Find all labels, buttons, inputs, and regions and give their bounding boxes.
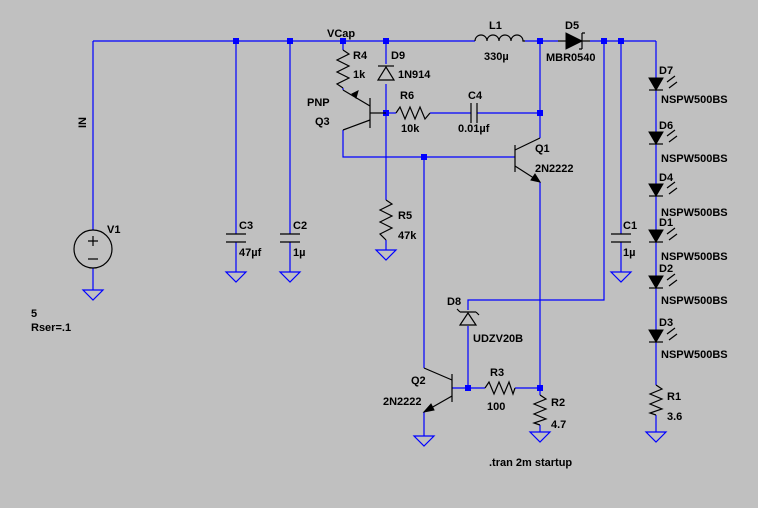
c1-value: 1µ: [623, 247, 635, 259]
resistor-r4[interactable]: [335, 49, 351, 89]
junctions: [233, 38, 624, 391]
r6-value: 10k: [401, 123, 420, 135]
c2-name: C2: [293, 220, 307, 232]
net-label-vcap: VCap: [327, 28, 355, 40]
led-d1-name: D1: [659, 217, 673, 229]
q2-name: Q2: [411, 375, 426, 387]
r3-value: 100: [487, 401, 505, 413]
q1-value: 2N2222: [535, 163, 574, 175]
v1-value: 5: [31, 308, 37, 320]
r4-name: R4: [353, 50, 368, 62]
q3-type: PNP: [307, 97, 330, 109]
led-string: [648, 75, 678, 343]
d9-name: D9: [391, 50, 405, 62]
voltage-source-v1[interactable]: [73, 229, 113, 269]
q2-value: 2N2222: [383, 396, 422, 408]
led-d4-value: NSPW500BS: [661, 207, 728, 219]
inductor-l1[interactable]: [474, 34, 525, 42]
r5-value: 47k: [398, 230, 417, 242]
l1-value: 330µ: [484, 51, 509, 63]
c1-name: C1: [623, 220, 637, 232]
r1-name: R1: [667, 391, 681, 403]
labels: VCap IN V1 5 Rser=.1 C3 47µf C2 1µ C1 1µ…: [31, 20, 728, 469]
c4-value: 0.01µf: [458, 123, 490, 135]
led-d1-value: NSPW500BS: [661, 251, 728, 263]
c2-value: 1µ: [293, 247, 305, 259]
led-d1[interactable]: [648, 227, 678, 243]
ground-icon: [224, 271, 248, 283]
ground-icon: [374, 249, 398, 261]
capacitor-c1[interactable]: [611, 233, 631, 243]
r2-value: 4.7: [551, 419, 566, 431]
resistor-r6[interactable]: [395, 105, 431, 121]
d5-name: D5: [565, 20, 579, 32]
capacitor-c3[interactable]: [226, 233, 246, 243]
r1-value: 3.6: [667, 411, 682, 423]
r3-name: R3: [490, 367, 504, 379]
led-d6[interactable]: [648, 129, 678, 145]
led-d2-value: NSPW500BS: [661, 295, 728, 307]
resistor-r1[interactable]: [648, 384, 664, 416]
led-d3-value: NSPW500BS: [661, 349, 728, 361]
led-d6-name: D6: [659, 120, 673, 132]
d9-value: 1N914: [398, 69, 431, 81]
led-d6-value: NSPW500BS: [661, 153, 728, 165]
resistor-r2[interactable]: [532, 394, 548, 426]
zener-diode-d8[interactable]: [456, 308, 480, 326]
c3-value: 47µf: [239, 247, 262, 259]
ground-icon: [412, 435, 436, 447]
q3-name: Q3: [315, 116, 330, 128]
diode-d5[interactable]: [558, 32, 590, 50]
diode-d9[interactable]: [376, 65, 396, 81]
r4-value: 1k: [353, 69, 366, 81]
c3-name: C3: [239, 220, 253, 232]
l1-name-label: L1: [489, 20, 502, 32]
ground-icon: [609, 271, 633, 283]
capacitor-c2[interactable]: [280, 233, 300, 243]
led-d2[interactable]: [648, 273, 678, 289]
ground-icon: [644, 431, 668, 443]
transistor-q3-pnp[interactable]: [342, 89, 386, 131]
r6-name: R6: [400, 90, 414, 102]
v1-param: Rser=.1: [31, 322, 71, 334]
led-d7-name: D7: [659, 65, 673, 77]
spice-directive[interactable]: .tran 2m startup: [489, 457, 572, 469]
d8-name: D8: [447, 296, 461, 308]
ground-symbols: [81, 249, 668, 447]
ground-icon: [278, 271, 302, 283]
d8-value: UDZV20B: [473, 333, 523, 345]
ground-icon: [81, 289, 105, 301]
led-d3-name: D3: [659, 317, 673, 329]
resistor-r5[interactable]: [378, 199, 394, 241]
led-d2-name: D2: [659, 263, 673, 275]
d5-value: MBR0540: [546, 52, 596, 64]
net-label-in: IN: [77, 117, 89, 128]
r2-name: R2: [551, 397, 565, 409]
transistor-q2-npn[interactable]: [422, 367, 453, 413]
q1-name: Q1: [535, 143, 550, 155]
led-d3[interactable]: [648, 327, 678, 343]
led-d7-value: NSPW500BS: [661, 94, 728, 106]
led-d4-name: D4: [659, 172, 674, 184]
transistor-q1-npn[interactable]: [514, 137, 542, 183]
capacitor-c4[interactable]: [470, 103, 478, 123]
resistor-r3[interactable]: [484, 380, 516, 396]
ground-icon: [528, 431, 552, 443]
wires: [92, 40, 657, 436]
led-d7[interactable]: [648, 75, 678, 91]
r5-name: R5: [398, 210, 412, 222]
c4-name: C4: [468, 90, 483, 102]
v1-name: V1: [107, 224, 120, 236]
led-d4[interactable]: [648, 181, 678, 197]
